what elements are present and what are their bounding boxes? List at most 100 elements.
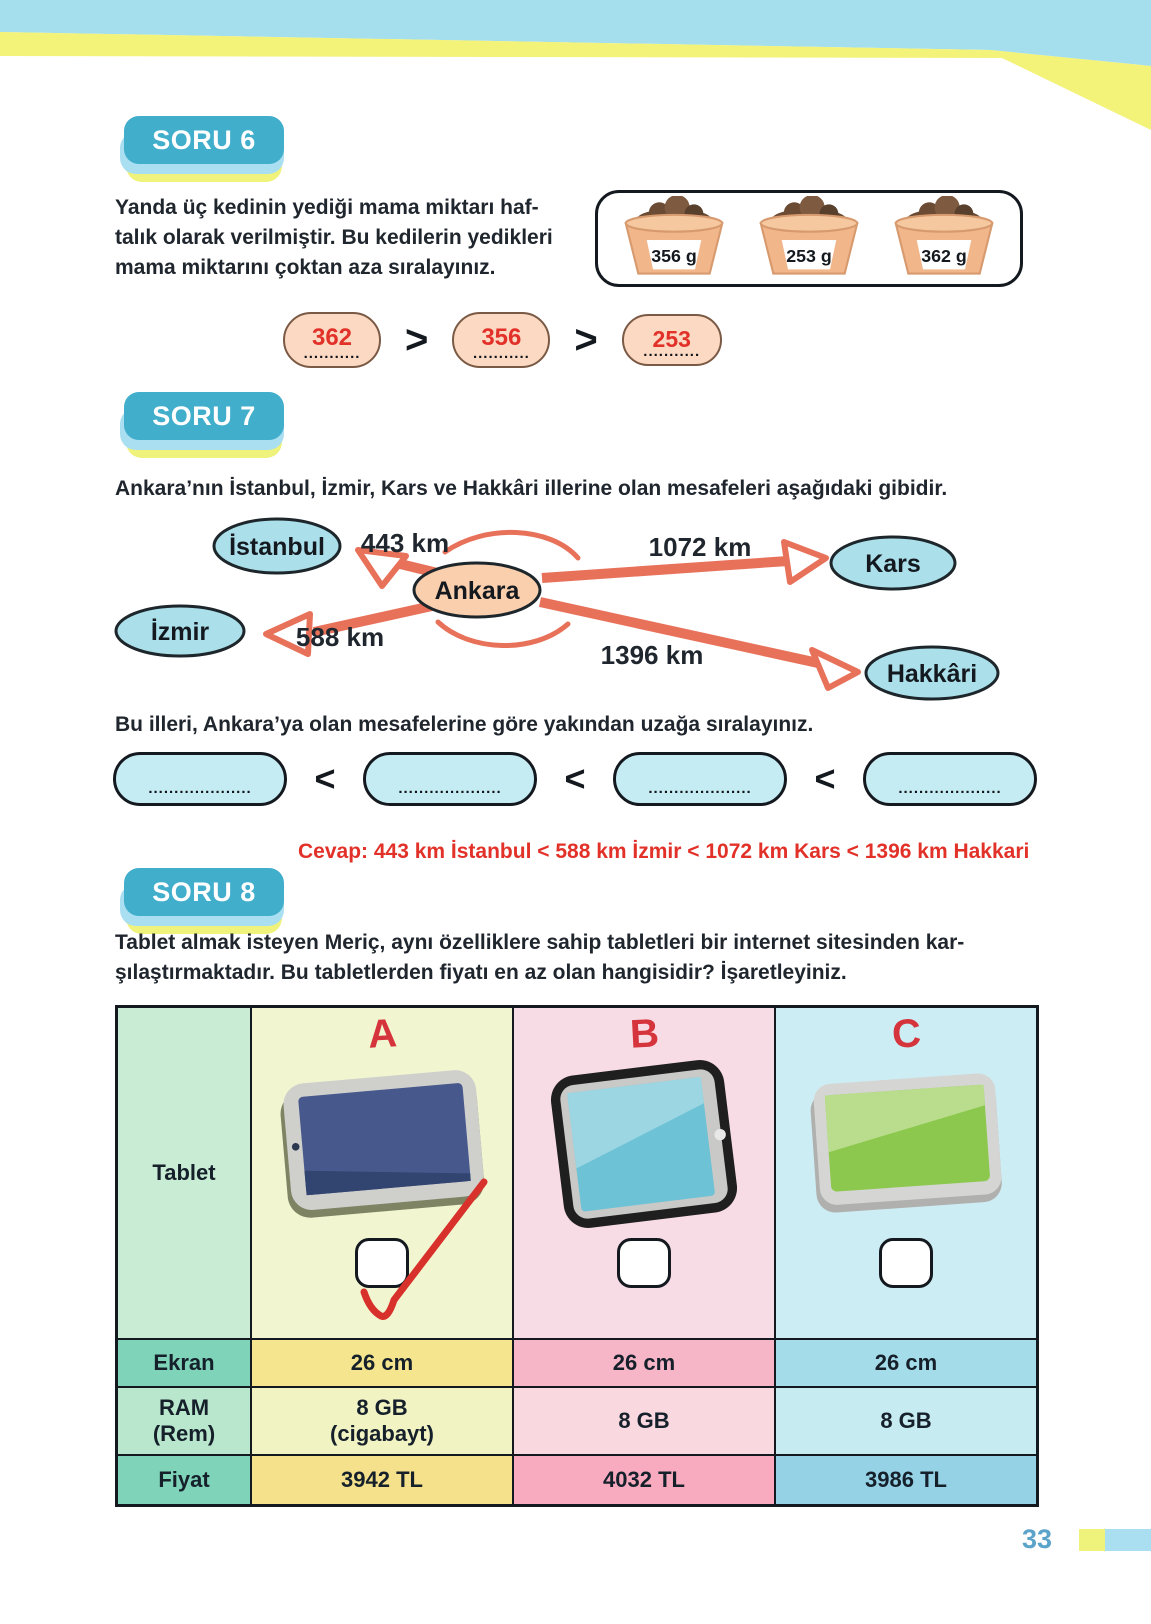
distance-diagram: İstanbul Kars İzmir Hakkâri Ankara 443 k… — [114, 517, 1000, 701]
soru7-intro-line: Ankara’nın İstanbul, İzmir, Kars ve Hakk… — [115, 477, 948, 500]
soru6-badge-label: SORU 6 — [124, 116, 284, 164]
dotted-blank-line: .................... — [148, 780, 252, 797]
checkbox-b[interactable] — [617, 1238, 671, 1288]
hakkari-label: Hakkâri — [887, 660, 977, 688]
soru8-badge: SORU 8 — [116, 868, 292, 940]
soru7-answer-text: Cevap: 443 km İstanbul < 588 km İzmir < … — [298, 840, 1030, 863]
bowl-weight-label: 253 g — [786, 246, 832, 266]
soru8-badge-label: SORU 8 — [124, 868, 284, 916]
soru7-answer-blank-4[interactable]: .................... — [863, 752, 1037, 806]
soru7-answer-row: .................... < .................… — [113, 752, 1037, 806]
fiyat-b-text: 4032 TL — [603, 1467, 685, 1492]
ram-value-b: 8 GB — [514, 1388, 774, 1454]
dotted-blank-line: ........... — [643, 343, 701, 360]
soru6-badge: SORU 6 — [116, 116, 292, 188]
soru7-badge: SORU 7 — [116, 392, 292, 464]
top-yellow-ribbon — [0, 32, 1151, 130]
less-than-sign: < — [564, 758, 586, 799]
soru8-line1: Tablet almak isteyen Meriç, aynı özellik… — [115, 931, 965, 954]
soru7-instruction-line: Bu illeri, Ankara’ya olan mesafelerine g… — [115, 713, 814, 736]
fiyat-a-text: 3942 TL — [341, 1467, 423, 1492]
ram-row-label-2: (Rem) — [152, 1421, 216, 1446]
ram-value-a: 8 GB (cigabayt) — [252, 1388, 512, 1454]
table-cell-tablet-c: C — [776, 1008, 1036, 1338]
soru6-answer-blank-1[interactable]: 362 ........... — [283, 312, 381, 368]
tablet-b-image — [550, 1060, 738, 1228]
hakkari-ellipse — [864, 645, 1000, 701]
tablet-a-image — [280, 1070, 485, 1218]
handwritten-answer: 253 — [652, 326, 691, 352]
arrowhead-istanbul — [355, 547, 409, 589]
soru6-answer-blank-2[interactable]: 356 ........... — [452, 312, 551, 368]
soru7-answer-blank-1[interactable]: .................... — [113, 752, 287, 806]
ram-row-label-1: RAM — [158, 1395, 210, 1420]
ekran-value-c: 26 cm — [776, 1340, 1036, 1386]
ekran-value-b: 26 cm — [514, 1340, 774, 1386]
bowl-weight-label: 362 g — [922, 246, 968, 266]
ekran-value-a: 26 cm — [252, 1340, 512, 1386]
less-than-sign: < — [314, 758, 336, 799]
istanbul-label: İstanbul — [229, 533, 325, 561]
fiyat-row-label: Fiyat — [158, 1467, 210, 1492]
handwritten-answer: 356 — [481, 324, 522, 351]
soru7-answer-blank-2[interactable]: .................... — [363, 752, 537, 806]
arrowhead-izmir — [263, 611, 313, 657]
ram-c-text: 8 GB — [880, 1408, 932, 1433]
dotted-blank-line: .................... — [898, 780, 1002, 797]
page-number: 33 — [1022, 1524, 1053, 1554]
ankara-ellipse — [412, 561, 542, 619]
distance-1396: 1396 km — [601, 640, 704, 670]
izmir-ellipse — [114, 604, 246, 658]
greater-than-sign: > — [405, 317, 429, 362]
cat-food-bowl-icon: 253 g — [759, 195, 859, 275]
dotted-blank-line: ........... — [303, 345, 361, 362]
tablet-c-image — [810, 1073, 1002, 1213]
cat-food-bowl-icon: 356 g — [624, 195, 724, 275]
table-row-label-ram: RAM (Rem) — [118, 1388, 250, 1454]
page-marker-blue — [1105, 1529, 1151, 1551]
dotted-blank-line: .................... — [648, 780, 752, 797]
soru8-question-text: Tablet almak isteyen Meriç, aynı özellik… — [115, 928, 964, 988]
ekran-c-text: 26 cm — [874, 1350, 938, 1375]
soru6-question-text: Yanda üç kedinin yediği mama miktarı haf… — [115, 193, 553, 283]
soru7-instruction-text: Bu illeri, Ankara’ya olan mesafelerine g… — [115, 710, 813, 740]
soru6-line2: talık olarak verilmiştir. Bu kedilerin y… — [115, 226, 553, 249]
arrowhead-kars — [781, 539, 829, 585]
checkbox-a[interactable] — [355, 1238, 409, 1288]
table-cell-tablet-b: B — [514, 1008, 774, 1338]
column-header-a: A — [366, 1011, 398, 1057]
soru6-line3: mama miktarını çoktan aza sıralayınız. — [115, 256, 496, 279]
greater-than-sign: > — [574, 317, 598, 362]
cat-food-bowls-panel: 356 g 253 g 362 g — [595, 190, 1023, 287]
soru7-badge-label: SORU 7 — [124, 392, 284, 440]
ram-a-text-1: 8 GB — [356, 1395, 408, 1420]
cat-food-bowl-icon: 362 g — [894, 195, 994, 275]
checkbox-c[interactable] — [879, 1238, 933, 1288]
ankara-arc-top — [442, 529, 581, 561]
table-cell-tablet-a: A — [252, 1008, 512, 1338]
izmir-label: İzmir — [151, 618, 210, 646]
column-header-b: B — [628, 1011, 660, 1057]
fiyat-c-text: 3986 TL — [865, 1467, 947, 1492]
ram-b-text: 8 GB — [618, 1408, 670, 1433]
table-row-label-ekran: Ekran — [118, 1340, 250, 1386]
soru6-answer-blank-3[interactable]: 253 ........... — [621, 314, 722, 366]
table-row-label-tablet: Tablet — [118, 1008, 250, 1338]
arrowhead-hakkari — [809, 647, 861, 691]
arrow-to-kars — [541, 556, 789, 583]
fiyat-value-a: 3942 TL — [252, 1456, 512, 1504]
soru7-answer-blank-3[interactable]: .................... — [613, 752, 787, 806]
ekran-row-label: Ekran — [153, 1350, 215, 1375]
page-marker-yellow — [1079, 1529, 1105, 1551]
bowl-weight-label: 356 g — [651, 246, 697, 266]
tablet-comparison-table: Tablet A B — [115, 1005, 1039, 1507]
top-ribbon-decoration — [0, 0, 1151, 130]
soru8-line2: şılaştırmaktadır. Bu tabletlerden fiyatı… — [115, 961, 847, 984]
arrow-to-hakkari — [538, 597, 820, 668]
dotted-blank-line: ........... — [472, 345, 530, 362]
ekran-b-text: 26 cm — [612, 1350, 676, 1375]
distance-1072: 1072 km — [649, 532, 752, 562]
kars-label: Kars — [865, 550, 921, 578]
istanbul-ellipse — [212, 517, 342, 575]
ram-a-text-2: (cigabayt) — [330, 1421, 434, 1446]
